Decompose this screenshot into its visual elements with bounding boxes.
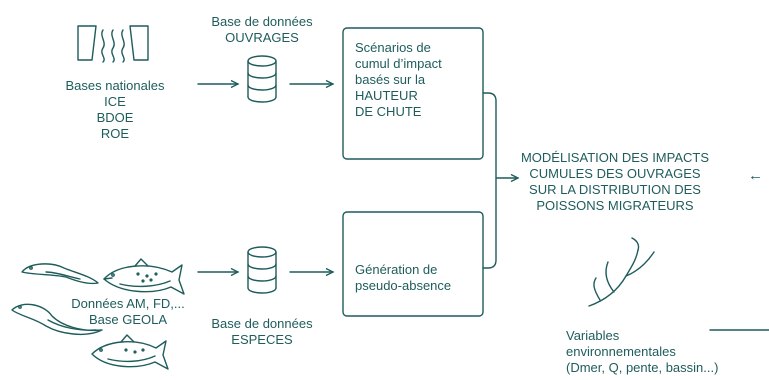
- database-icon: [247, 246, 277, 294]
- db-especes-label: Base de données ESPECES: [211, 316, 313, 347]
- dam-icon: [77, 25, 149, 63]
- db-ouvrages-label: Base de données OUVRAGES: [211, 14, 313, 45]
- merge-connector: [482, 92, 497, 269]
- env-variables-label: Variables environnementales (Dmer, Q, pe…: [566, 328, 719, 375]
- eel-icon: [11, 303, 103, 336]
- pseudo-absence-text: Génération de pseudo-absence: [355, 262, 452, 293]
- output-text: MODÉLISATION DES IMPACTS CUMULES DES OUV…: [520, 150, 710, 213]
- eel-icon: [21, 263, 99, 285]
- left-arrow-glyph: ←: [748, 167, 763, 184]
- bases-nationales-label: Bases nationales ICE BDOE ROE: [40, 78, 190, 142]
- pseudo-absence-box: [342, 211, 484, 317]
- river-network-icon: [588, 237, 655, 307]
- species-data-label: Données AM, FD,... Base GEOLA: [71, 296, 185, 327]
- national-item: BDOE: [96, 110, 134, 125]
- scenarios-text: Scénarios de cumul d’impact basés sur la…: [355, 40, 442, 119]
- fish-icon: [103, 258, 185, 295]
- national-item: ICE: [104, 94, 126, 109]
- database-icon: [247, 55, 277, 103]
- national-item: ROE: [100, 126, 130, 141]
- fish-icon: [91, 334, 169, 370]
